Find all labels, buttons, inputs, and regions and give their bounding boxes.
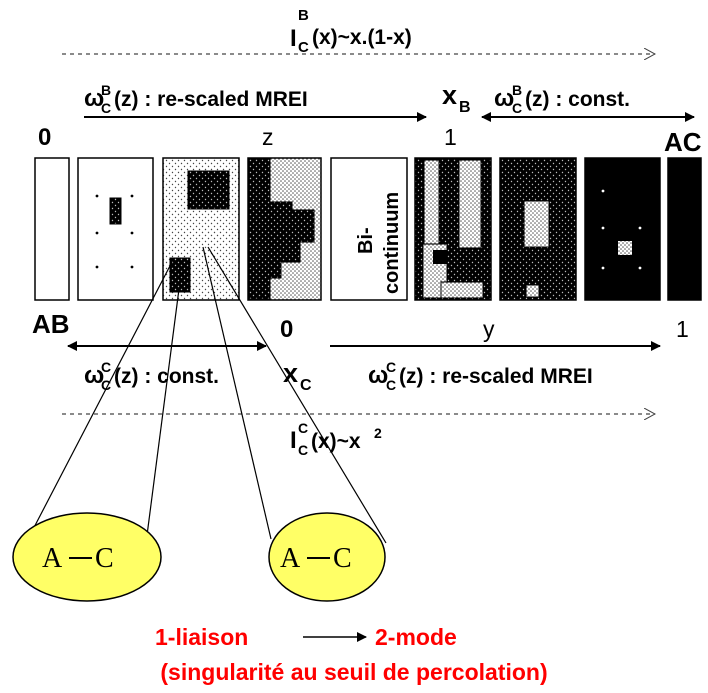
panel-6 (414, 157, 492, 301)
xC-main: x (283, 358, 298, 388)
omega-rest: (z) : re-scaled MREI (114, 88, 308, 111)
panel-4 (247, 157, 322, 301)
panel-2 (77, 157, 154, 301)
omega-symbol: ω (368, 362, 388, 389)
caption-line-2: (singularité au seuil de percolation) (160, 659, 547, 685)
top-formula-sub: C (298, 39, 309, 56)
omega-B-right: ω B C (z) : const. (494, 82, 630, 116)
caption-left: 1-liaison (155, 624, 248, 650)
omega-symbol: ω (84, 362, 104, 389)
omega-sub: C (386, 377, 396, 393)
ellipse-right-atom-a: A (280, 543, 301, 574)
label-y: y (483, 316, 495, 342)
label-one-bottom: 1 (676, 316, 689, 342)
top-formula-I: I (290, 25, 297, 52)
top-formula-sup: B (298, 7, 309, 24)
bottom-formula-sup: C (298, 420, 308, 436)
omega-sup: B (512, 82, 522, 98)
xB-label: x B (442, 80, 471, 116)
caption: 1-liaison 2-mode (singularité au seuil d… (155, 624, 548, 685)
omega-sub: C (512, 100, 522, 116)
xB-main: x (442, 80, 457, 110)
bottom-formula-I: I (290, 427, 297, 454)
bicontinuum-line-2: continuum (381, 192, 403, 294)
xB-sub: B (459, 99, 471, 116)
panel-7 (499, 157, 577, 301)
label-z: z (262, 124, 274, 150)
zoom-lines (27, 246, 387, 544)
panel-5-bicontinuum: Bi- continuum (330, 157, 408, 301)
omega-symbol: ω (494, 85, 514, 112)
label-AC: AC (664, 127, 702, 157)
ellipse-left: A C (12, 512, 162, 602)
omega-C-left: ω C C (z) : const. (84, 359, 219, 393)
bottom-formula-rest: (x)~x (311, 430, 361, 453)
ellipse-right: A C (268, 512, 386, 602)
panel-8 (584, 157, 661, 301)
xC-label: x C (283, 358, 312, 394)
omega-C-right: ω C C (z) : re-scaled MREI (368, 359, 593, 393)
omega-sub: C (101, 100, 111, 116)
ellipse-left-atom-a: A (42, 543, 63, 574)
omega-symbol: ω (84, 85, 104, 112)
label-one-top: 1 (444, 124, 457, 150)
ellipse-left-atom-c: C (95, 543, 114, 574)
panel-9 (667, 157, 702, 301)
ellipse-right-atom-c: C (333, 543, 352, 574)
bottom-formula: I C C (x)~x 2 (290, 420, 382, 458)
omega-B-left: ω B C (z) : re-scaled MREI (84, 82, 308, 116)
panel-1 (34, 157, 70, 301)
omega-sup: B (101, 82, 111, 98)
omega-sub: C (101, 377, 111, 393)
top-formula: I B C (x)~x.(1-x) (290, 7, 412, 56)
omega-sup: C (101, 359, 111, 375)
xC-sub: C (300, 377, 312, 394)
top-formula-rest: (x)~x.(1-x) (312, 26, 412, 49)
omega-sup: C (386, 359, 396, 375)
omega-rest: (z) : const. (525, 88, 630, 111)
label-zero-top: 0 (38, 124, 51, 151)
bottom-formula-sub: C (298, 442, 308, 458)
label-zero-mid: 0 (280, 316, 293, 343)
bottom-formula-exp: 2 (374, 425, 382, 441)
omega-rest: (z) : const. (114, 365, 219, 388)
label-AB: AB (32, 309, 70, 339)
bicontinuum-line-1: Bi- (355, 227, 377, 254)
omega-rest: (z) : re-scaled MREI (399, 365, 593, 388)
caption-right: 2-mode (375, 624, 457, 650)
